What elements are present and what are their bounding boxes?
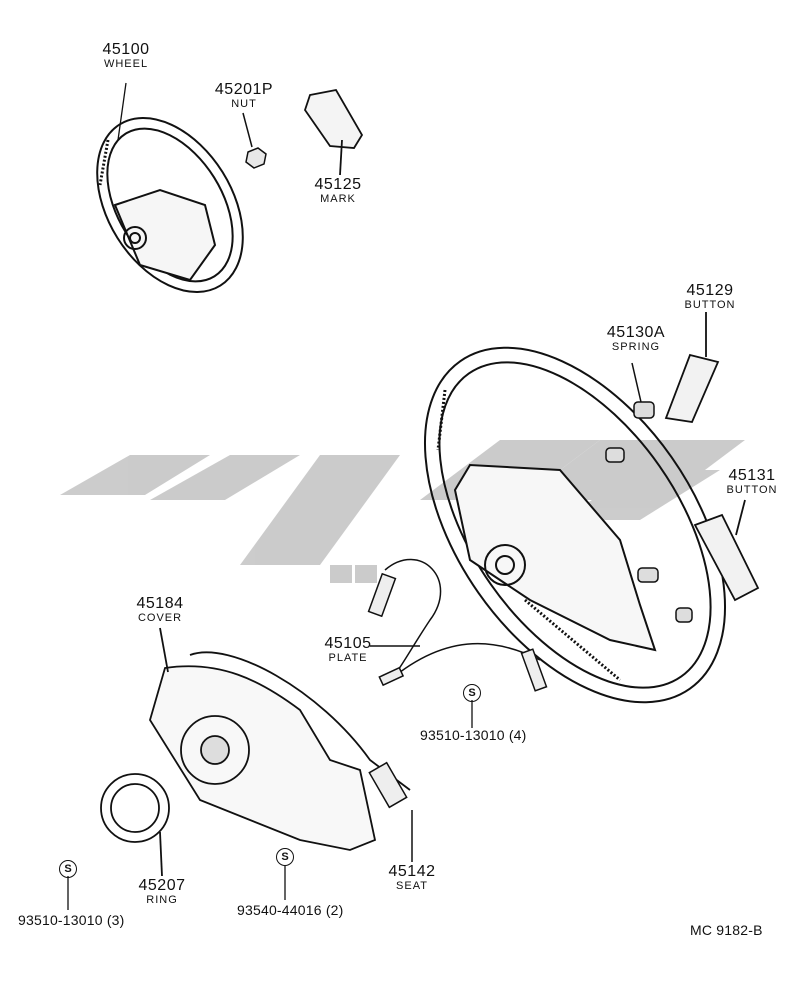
part-name: SPRING (611, 341, 661, 353)
screw-symbol: S (59, 860, 77, 878)
label-seat: 45142 SEAT (374, 864, 450, 892)
part-number: 45142 (388, 863, 436, 880)
part-number: 45129 (686, 282, 734, 299)
wheel-exploded-drawing (423, 346, 727, 704)
part-name: WHEEL (103, 58, 149, 70)
label-plate: 45105 PLATE (310, 636, 386, 664)
screw-code: 93510-13010 (3) (18, 912, 125, 928)
ring-45207-drawing (100, 773, 170, 877)
label-cover: 45184 COVER (122, 596, 198, 624)
label-wheel: 45100 WHEEL (88, 42, 164, 70)
plate-45105-drawing (367, 558, 548, 692)
springs-drawing (605, 362, 693, 623)
watermark-logo (60, 440, 745, 583)
screw-symbol: S (463, 684, 481, 702)
part-name: BUTTON (726, 484, 778, 496)
part-name: MARK (320, 193, 356, 205)
part-number: 45100 (102, 41, 150, 58)
screw-code: 93510-13010 (4) (420, 727, 527, 743)
part-name: COVER (137, 612, 183, 624)
label-ring: 45207 RING (124, 878, 200, 906)
label-nut: 45201P NUT (205, 82, 283, 110)
part-name: NUT (231, 98, 257, 110)
nut-45201p-drawing (242, 112, 267, 169)
button-45131-drawing (693, 499, 760, 602)
mark-45125-drawing (304, 88, 364, 176)
part-name: RING (146, 894, 178, 906)
part-number: 45201P (214, 81, 274, 98)
label-mark: 45125 MARK (300, 177, 376, 205)
screw-symbol: S (276, 848, 294, 866)
seat-45142-drawing (368, 761, 413, 862)
button-45129-drawing (664, 312, 720, 423)
label-button-upper: 45129 BUTTON (672, 283, 748, 311)
label-button-lower: 45131 BUTTON (714, 468, 790, 496)
part-number: 45125 (314, 176, 362, 193)
screw-leaders (67, 82, 473, 910)
part-number: 45131 (728, 467, 776, 484)
part-number: 45130A (606, 324, 666, 341)
part-name: PLATE (328, 652, 368, 664)
screw-code: 93540-44016 (2) (237, 902, 344, 918)
part-name: BUTTON (684, 299, 736, 311)
part-number: 45105 (324, 635, 372, 652)
label-spring: 45130A SPRING (596, 325, 676, 353)
diagram-code: MC 9182-B (690, 922, 763, 938)
part-number: 45207 (138, 877, 186, 894)
part-name: SEAT (396, 880, 428, 892)
cover-45184-drawing (149, 627, 411, 851)
part-number: 45184 (136, 595, 184, 612)
wheel-45100-drawing (96, 116, 244, 294)
